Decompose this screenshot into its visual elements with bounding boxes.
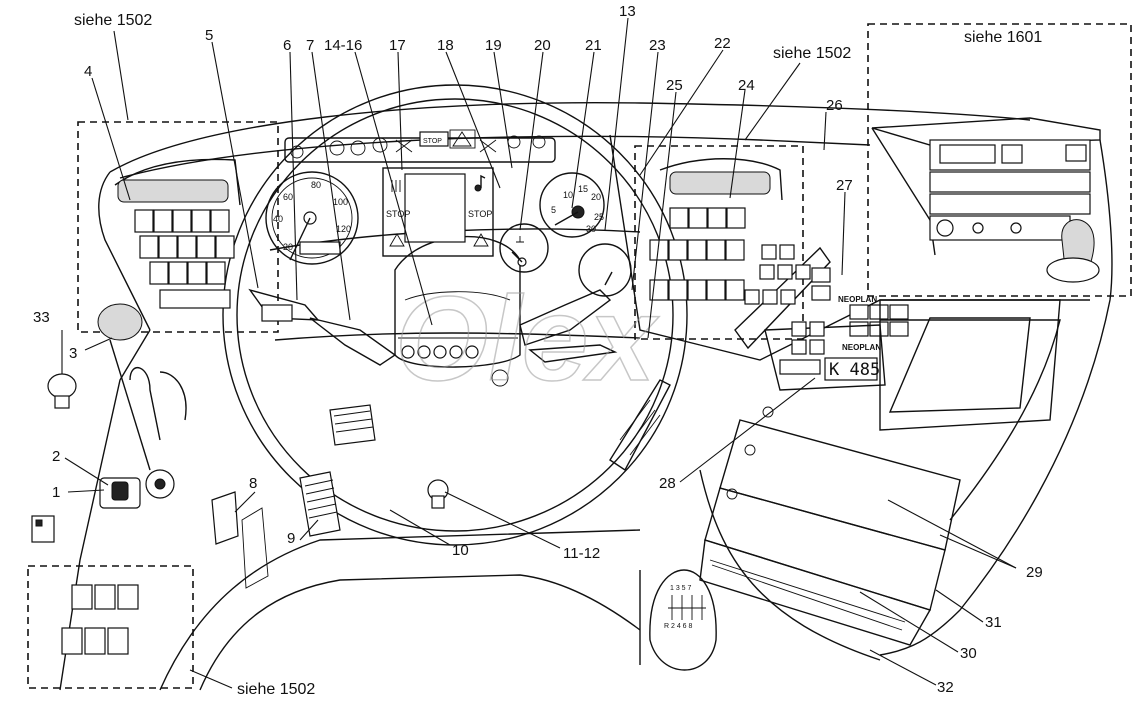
stalk-levers bbox=[248, 288, 618, 366]
steering-wheel bbox=[222, 84, 688, 546]
radio-tachograph-unit bbox=[867, 23, 1132, 297]
ref-label-bottom-left: siehe 1502 bbox=[237, 681, 315, 698]
stop-label-top: STOP bbox=[423, 138, 442, 145]
callout-leaders bbox=[61, 17, 1017, 686]
callout-27: 27 bbox=[836, 177, 853, 194]
connector-plug bbox=[31, 515, 55, 543]
ref-label-top-right: siehe 1601 bbox=[964, 29, 1042, 46]
ref-label-top-center: siehe 1502 bbox=[773, 45, 851, 62]
right-display-panel bbox=[879, 299, 1061, 431]
switch-row bbox=[139, 235, 235, 259]
brand-label-lower: NEOPLAN bbox=[842, 343, 881, 352]
switch-row bbox=[134, 209, 230, 233]
radio-display: K 485 bbox=[829, 360, 880, 380]
wheel-buttons bbox=[401, 345, 479, 359]
callout-30: 30 bbox=[960, 645, 977, 662]
callout-6: 6 bbox=[283, 37, 291, 54]
speedo-tick: 40 bbox=[273, 214, 283, 224]
tacho-tick: 30 bbox=[586, 224, 596, 234]
left-lower-switch-panel bbox=[27, 565, 194, 689]
callout-2: 2 bbox=[52, 448, 60, 465]
gear-shift-lever bbox=[97, 303, 187, 471]
callout-3: 3 bbox=[69, 345, 77, 362]
callout-18: 18 bbox=[437, 37, 454, 54]
brand-label-upper: NEOPLAN bbox=[838, 295, 877, 304]
speedo-tick: 100 bbox=[333, 197, 348, 207]
gear-knob: 1 3 5 7 R 2 4 6 8 bbox=[649, 569, 717, 671]
callout-1: 1 bbox=[52, 484, 60, 501]
mushroom-button bbox=[47, 373, 77, 409]
speedo-tick: 80 bbox=[311, 180, 321, 190]
stop-label-right: STOP bbox=[468, 209, 492, 219]
central-display: STOP STOP bbox=[382, 167, 494, 257]
radio-panel: NEOPLAN K 485 bbox=[764, 321, 886, 391]
callout-31: 31 bbox=[985, 614, 1002, 631]
switch-row bbox=[149, 261, 226, 285]
callout-22: 22 bbox=[714, 35, 731, 52]
gear-bottom-label: R 2 4 6 8 bbox=[664, 623, 693, 630]
callout-5: 5 bbox=[205, 27, 213, 44]
callout-8: 8 bbox=[249, 475, 257, 492]
speedo-tick: 20 bbox=[283, 242, 293, 252]
callout-7: 7 bbox=[306, 37, 314, 54]
speedo-tick: 60 bbox=[283, 192, 293, 202]
callout-4: 4 bbox=[84, 63, 92, 80]
tacho-tick: 10 bbox=[563, 190, 573, 200]
stop-label-left: STOP bbox=[386, 209, 410, 219]
tacho-tick: 25 bbox=[594, 212, 604, 222]
tacho-tick: 5 bbox=[551, 205, 556, 215]
wall-socket-8 bbox=[211, 491, 269, 589]
pedal-center bbox=[329, 404, 376, 446]
speedometer-gauge: 20 40 60 80 100 120 bbox=[265, 171, 359, 265]
tacho-tick: 20 bbox=[591, 192, 601, 202]
callout-28: 28 bbox=[659, 475, 676, 492]
tacho-tick: 15 bbox=[578, 184, 588, 194]
floor-pedal-grid bbox=[609, 379, 671, 472]
callout-23: 23 bbox=[649, 37, 666, 54]
callout-24: 24 bbox=[738, 77, 755, 94]
callout-26: 26 bbox=[826, 97, 843, 114]
callout-33: 33 bbox=[33, 309, 50, 326]
callout-20: 20 bbox=[534, 37, 551, 54]
pedal-9 bbox=[299, 471, 341, 537]
warning-light-strip: STOP bbox=[284, 129, 556, 163]
callout-32: 32 bbox=[937, 679, 954, 696]
callout-17: 17 bbox=[389, 37, 406, 54]
callout-29: 29 bbox=[1026, 564, 1043, 581]
callout-9: 9 bbox=[287, 530, 295, 547]
floor-button-11-12 bbox=[427, 479, 449, 509]
watermark: Olex bbox=[395, 272, 659, 406]
callout-10: 10 bbox=[452, 542, 469, 559]
climate-control-panel: NEOPLAN bbox=[734, 244, 909, 350]
speedo-tick: 120 bbox=[336, 224, 351, 234]
callout-11-12: 11-12 bbox=[563, 545, 600, 562]
ref-label-top-left: siehe 1502 bbox=[74, 12, 152, 29]
callout-25: 25 bbox=[666, 77, 683, 94]
ignition-switch bbox=[99, 469, 175, 509]
callout-19: 19 bbox=[485, 37, 502, 54]
callout-21: 21 bbox=[585, 37, 602, 54]
right-switch-panel bbox=[634, 145, 804, 340]
tachometer-gauge: 5 10 15 20 25 30 bbox=[539, 172, 605, 238]
temperature-gauge bbox=[499, 223, 549, 273]
gear-top-label: 1 3 5 7 bbox=[670, 585, 692, 592]
callout-13: 13 bbox=[619, 3, 636, 20]
callout-14-16: 14-16 bbox=[324, 37, 362, 54]
left-switch-panel bbox=[77, 121, 279, 333]
storage-drawers bbox=[699, 406, 961, 646]
fuel-gauge bbox=[578, 243, 632, 297]
